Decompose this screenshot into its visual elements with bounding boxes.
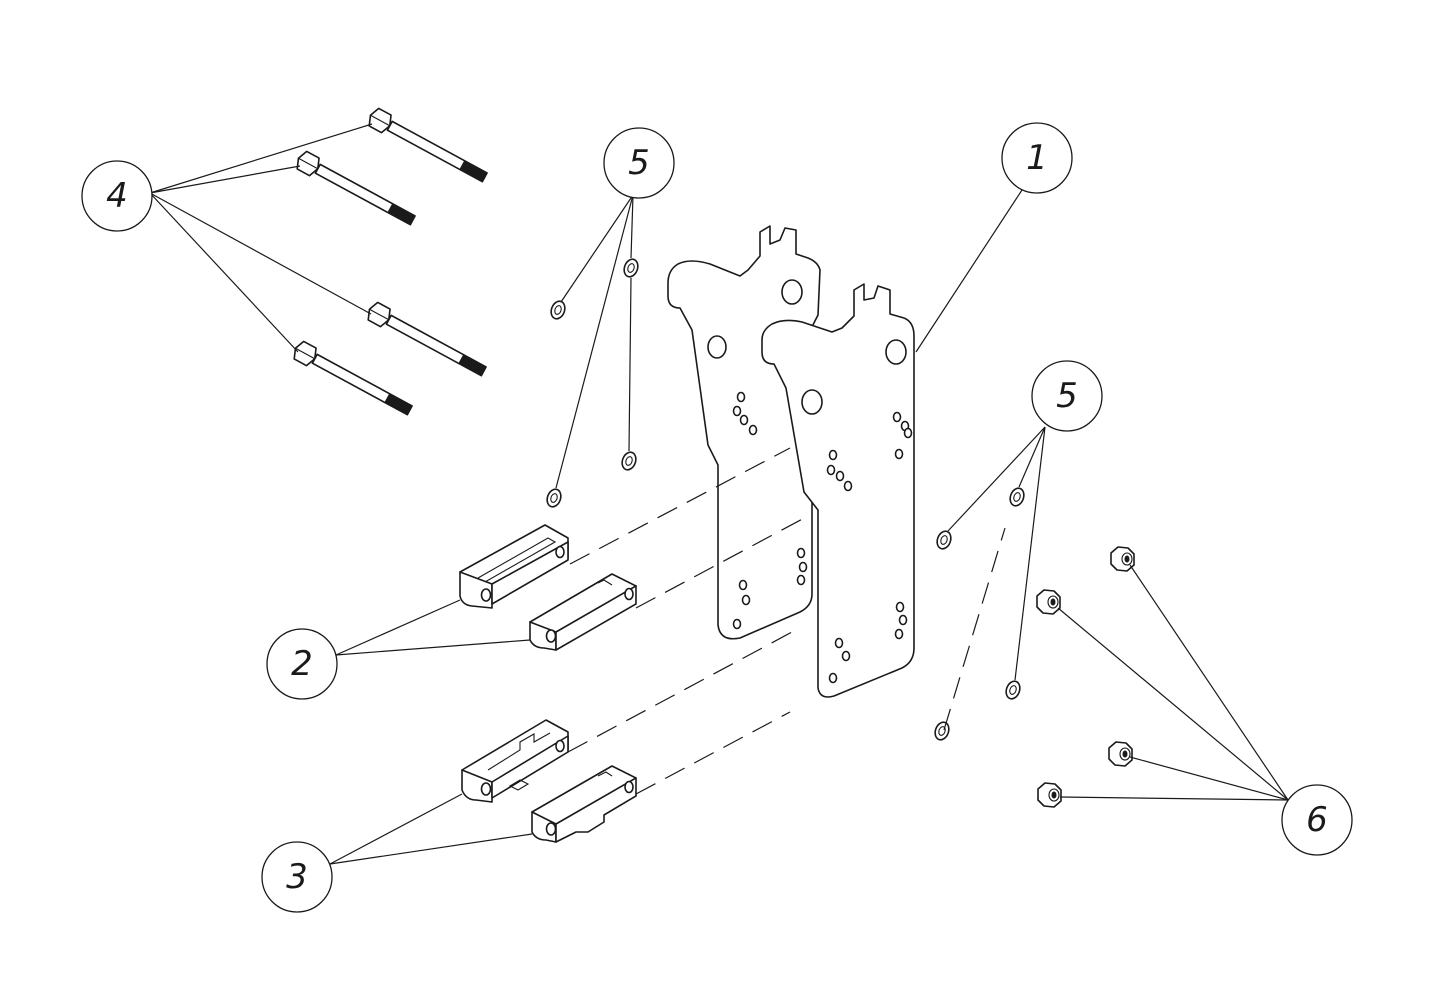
notched-block-lower (531, 765, 637, 843)
spacer-block-upper (459, 524, 569, 609)
washer (1009, 487, 1025, 507)
washer (1005, 680, 1021, 700)
hex-nut (1037, 782, 1062, 808)
balloon-label: 6 (1306, 800, 1328, 840)
spacer-block-lower (529, 573, 637, 651)
balloon-label: 3 (286, 857, 308, 897)
washer (936, 530, 952, 550)
balloon-label: 5 (628, 143, 650, 183)
washer (623, 258, 639, 278)
balloon-2: 2 (266, 628, 338, 700)
balloon-3: 3 (261, 841, 333, 913)
balloon-4: 4 (81, 160, 153, 232)
bolt (368, 107, 488, 183)
washer (546, 488, 562, 508)
plate-holes (826, 411, 913, 684)
leader-lines (149, 123, 1289, 865)
balloon-1: 1 (1001, 122, 1073, 194)
washer (621, 451, 637, 471)
balloon-label: 2 (291, 644, 313, 684)
bolt (367, 301, 487, 377)
hex-nut (1036, 589, 1061, 615)
hex-nut (1108, 741, 1133, 767)
hex-nut (1110, 546, 1135, 572)
bolt (293, 340, 413, 416)
balloon-label: 4 (106, 176, 128, 216)
balloon-label: 1 (1026, 138, 1048, 178)
bolt (296, 150, 416, 226)
mounting-plate-front (761, 283, 915, 698)
washer (934, 721, 950, 741)
bolt-group (293, 107, 488, 416)
nut-group (1036, 546, 1135, 808)
balloon-5-upper: 5 (603, 127, 675, 199)
balloon-5-right: 5 (1031, 360, 1103, 432)
washer (550, 300, 566, 320)
balloon-6: 6 (1281, 784, 1353, 856)
washer-group (546, 258, 1025, 741)
balloon-label: 5 (1056, 376, 1078, 416)
plate-holes (732, 391, 808, 630)
notched-block-upper (461, 719, 569, 803)
assembly-centerlines (567, 447, 1006, 795)
